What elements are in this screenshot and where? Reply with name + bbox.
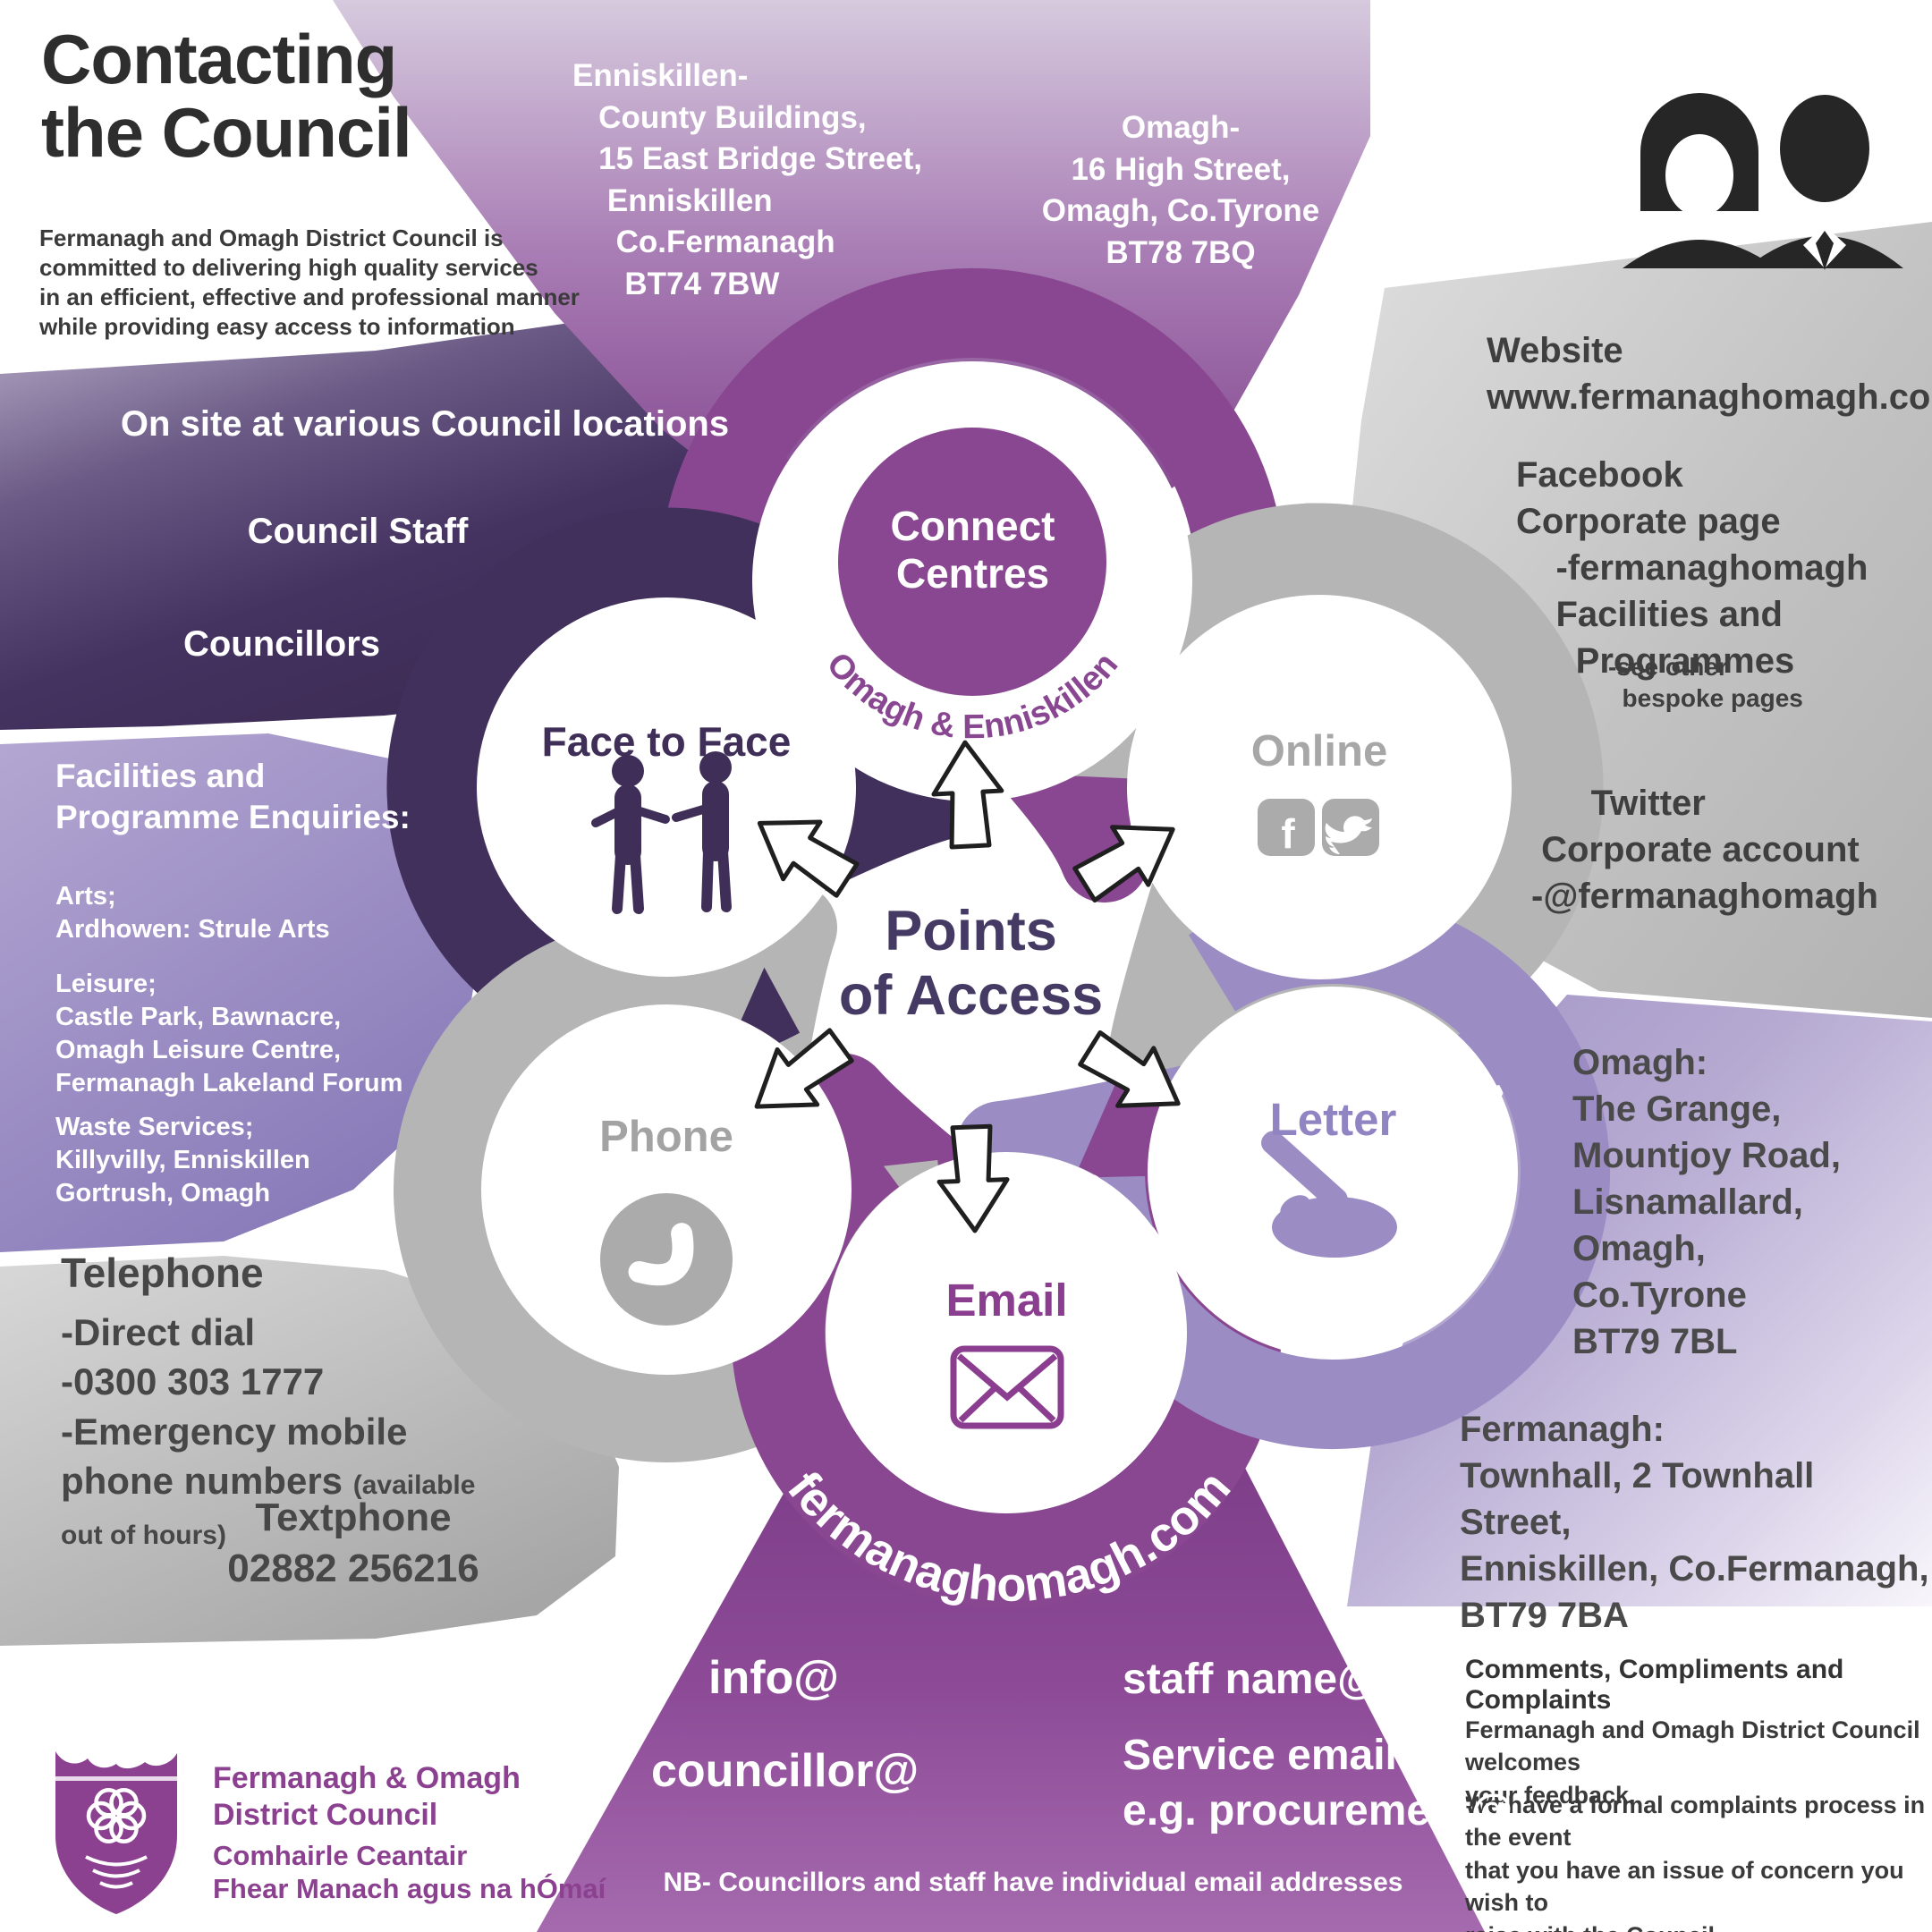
face-to-face-locations-heading: On site at various Council locations [120, 404, 730, 444]
comments-paragraph-1: Fermanagh and Omagh District Council wel… [1465, 1716, 1920, 1809]
face-to-face-people-icon [591, 751, 732, 914]
letter-label: Letter [1269, 1094, 1397, 1145]
face-to-face-label: Face to Face [541, 718, 792, 765]
facilities-leisure: Leisure; Castle Park, Bawnacre, Omagh Le… [55, 970, 403, 1098]
face-to-face-item-council-staff: Council Staff [247, 512, 469, 551]
face-to-face-item-councillors: Councillors [182, 624, 381, 664]
lobe-face-to-face [477, 597, 856, 977]
online-label: Online [1250, 727, 1388, 775]
council-name-irish: Comhairle Ceantair Fhear Manach agus na … [213, 1840, 606, 1905]
telephone-details: -Direct dial -0300 303 1777 -Emergency m… [61, 1308, 597, 1555]
panel-left-lavender [0, 733, 483, 1252]
facebook-icon: f [1258, 799, 1315, 857]
telephone-heading: Telephone [61, 1250, 264, 1296]
email-icon [950, 1345, 1064, 1429]
phone-label: Phone [599, 1113, 733, 1161]
email-prefix-service: Service emails@ e.g. procurement@ [1123, 1732, 1513, 1835]
facilities-heading: Facilities and Programme Enquiries: [55, 758, 411, 836]
connect-centres-label: Connect Centres [890, 503, 1055, 597]
letter-fermanagh-address: Fermanagh: Townhall, 2 Townhall Street, … [1460, 1410, 1929, 1635]
comments-paragraph-2: We have a formal complaints process in t… [1465, 1792, 1926, 1932]
website-details: Website www.fermanaghomagh.com [1487, 331, 1932, 417]
enniskillen-connect-address: Enniskillen- County Buildings, 15 East B… [572, 58, 922, 301]
people-icon [1623, 93, 1903, 270]
twitter-details: Twitter Corporate account -@fermanaghoma… [1531, 784, 1878, 916]
council-crest-logo [55, 1751, 177, 1914]
connect-centres-disc [838, 428, 1106, 696]
phone-icon [600, 1193, 733, 1326]
letter-writing-icon [1261, 1131, 1397, 1258]
council-name-english: Fermanagh & Omagh District Council [213, 1761, 521, 1832]
points-of-access-label: Points of Access [838, 900, 1104, 1027]
intro-text: Fermanagh and Omagh District Council is … [39, 225, 580, 341]
textphone-details: Textphone 02882 256216 [227, 1496, 479, 1591]
facebook-details: Facebook Corporate page -fermanaghomagh … [1516, 455, 1868, 681]
panel-bottom-wedge [537, 1392, 1485, 1932]
comments-heading: Comments, Compliments and Complaints [1465, 1655, 1844, 1715]
lobe-online [1127, 595, 1512, 979]
facebook-note: -see other bespoke pages [1608, 653, 1803, 712]
twitter-icon [1322, 799, 1379, 856]
omagh-connect-address: Omagh- 16 High Street, Omagh, Co.Tyrone … [1041, 110, 1320, 270]
page-title: Contacting the Council [41, 20, 412, 172]
letter-omagh-address: Omagh: The Grange, Mountjoy Road, Lisnam… [1572, 1043, 1841, 1361]
email-prefix-staff: staff name@ [1123, 1656, 1379, 1703]
email-label: Email [945, 1275, 1068, 1326]
facilities-arts: Arts; Ardhowen: Strule Arts [55, 882, 330, 945]
telephone-numbers: -Direct dial -0300 303 1777 -Emergency m… [61, 1311, 408, 1503]
lobe-letter [1148, 987, 1518, 1357]
lobe-email [826, 1152, 1187, 1513]
email-prefix-info: info@ [708, 1652, 839, 1704]
email-prefix-councillor: councillor@ [651, 1745, 919, 1797]
crest-flower [86, 1788, 147, 1843]
crest-chevrons [85, 1855, 148, 1889]
facilities-waste: Waste Services; Killyvilly, Enniskillen … [55, 1113, 310, 1208]
telephone-availability-note: (available out of hours) [61, 1470, 476, 1550]
facebook-glyph: f [1281, 810, 1295, 857]
lobe-heads [477, 361, 1518, 1513]
email-note: NB- Councillors and staff have individua… [663, 1868, 1403, 1897]
